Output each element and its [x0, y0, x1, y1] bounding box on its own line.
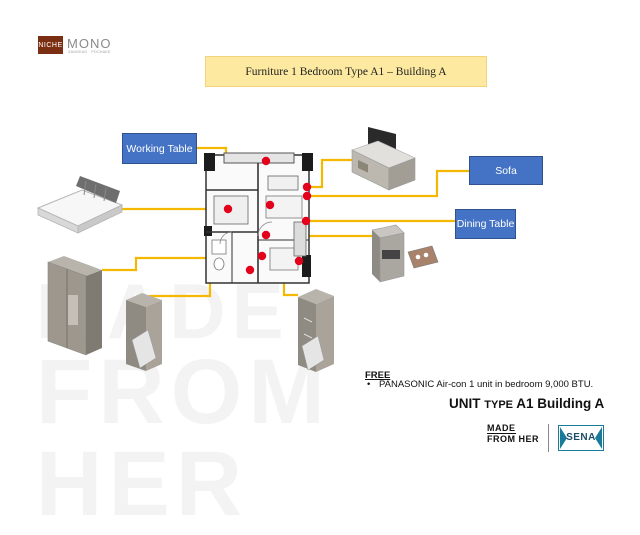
- marker-tv: [302, 182, 312, 192]
- mfh-line-1: MADE: [487, 423, 516, 434]
- marker-bed: [223, 204, 233, 214]
- marker-shoe: [294, 256, 304, 266]
- free-heading: FREE: [365, 370, 391, 381]
- unit-type-label: UNIT TYPE A1 Building A: [449, 396, 604, 411]
- leader-wardrobe: [102, 256, 250, 272]
- leader-sofa: [307, 169, 469, 198]
- sena-logo-icon: SENA: [558, 425, 604, 451]
- leader-tv: [307, 158, 355, 189]
- marker-bath: [245, 265, 255, 275]
- marker-living: [265, 200, 275, 210]
- marker-kitchen: [261, 230, 271, 240]
- marker-wardrobe: [257, 251, 267, 261]
- bed-icon: [36, 176, 124, 234]
- page-title: Furniture 1 Bedroom Type A1 – Building A: [205, 56, 487, 87]
- wardrobe-icon: [47, 256, 102, 356]
- marker-working-table: [261, 156, 271, 166]
- bullet-mark: •: [367, 379, 371, 390]
- marker-dining: [301, 216, 311, 226]
- unit-label-b: TYPE: [484, 399, 513, 411]
- brand-divider: [548, 424, 549, 452]
- mfh-line-2: FROM HER: [487, 434, 539, 444]
- kitchen-cabinet-icon: [371, 224, 439, 283]
- shoe-cabinet-icon: [126, 293, 162, 371]
- sofa-callout: Sofa: [469, 156, 543, 185]
- working-table-callout: Working Table: [122, 133, 197, 164]
- dining-table-callout: Dining Table: [455, 209, 516, 239]
- tv-console-icon: [351, 127, 416, 191]
- logo-niche: NICHE: [38, 36, 63, 54]
- logo-mono: MONO: [67, 36, 112, 51]
- free-item: • PANASONIC Air-con 1 unit in bedroom 9,0…: [367, 379, 593, 390]
- free-item-text: PANASONIC Air-con 1 unit in bedroom 9,00…: [379, 379, 594, 390]
- made-from-her-logo: MADE FROM HER: [487, 423, 539, 453]
- unit-label-a: UNIT: [449, 396, 481, 411]
- unit-label-c: A1 Building A: [516, 396, 605, 411]
- marker-sofa: [302, 191, 312, 201]
- sena-text: SENA: [566, 432, 596, 443]
- floor-plan-drawing: [36, 127, 469, 372]
- logo-subtitle: SANGKAO · POCHAKE: [68, 50, 111, 54]
- tall-shelf-icon: [298, 289, 334, 372]
- floor-plan: [204, 152, 313, 284]
